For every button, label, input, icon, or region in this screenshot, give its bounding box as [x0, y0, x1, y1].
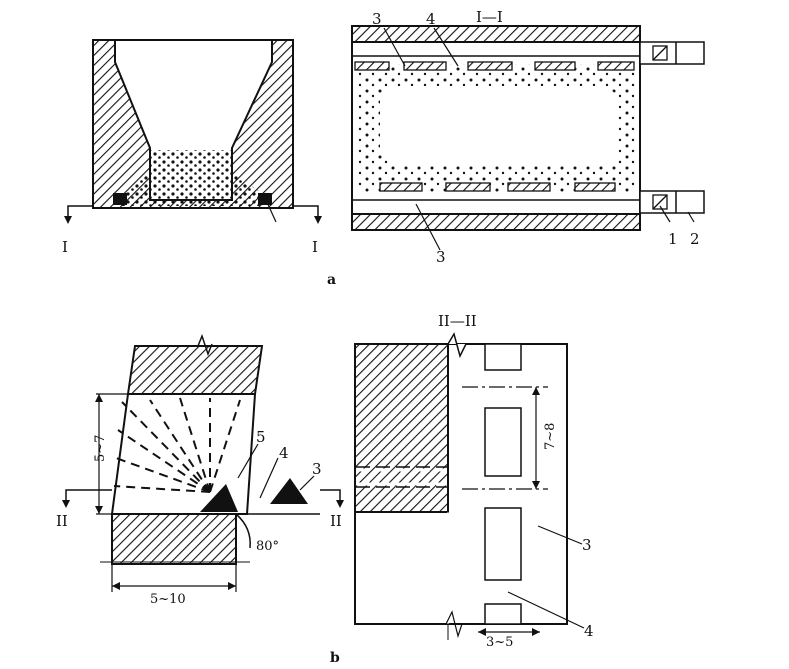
dim-gap: 7~8 — [543, 423, 558, 450]
dim-height: 5~7 — [93, 435, 108, 462]
callout-1: 1 — [668, 230, 678, 248]
figure-b-section-view: 7~8 3~5 3 4 II—II — [354, 312, 594, 650]
callout-4-top: 4 — [426, 10, 436, 28]
callout-3-right: 3 — [582, 536, 592, 554]
figure-a-section-view: 3 4 I—I 3 1 2 — [351, 8, 705, 266]
dim-width: 5~10 — [150, 592, 186, 607]
section-mark-i-left: I — [62, 238, 68, 256]
callout-3-top: 3 — [372, 10, 382, 28]
angle-label: 80° — [256, 539, 279, 554]
figure-a-cross-section: I I — [62, 39, 322, 256]
dim-bottom: 3~5 — [486, 635, 513, 650]
section-mark-ii-left: II — [56, 512, 68, 530]
callout-5: 5 — [256, 428, 266, 446]
callout-3-b: 3 — [312, 460, 322, 478]
callout-4-right: 4 — [584, 622, 594, 640]
section-title-i-i: I—I — [476, 8, 503, 26]
figure-b-caption: b — [330, 650, 340, 666]
section-title-ii-ii: II—II — [438, 312, 477, 330]
callout-4-b: 4 — [279, 444, 289, 462]
callout-2: 2 — [690, 230, 700, 248]
callout-3-bottom: 3 — [436, 248, 446, 266]
section-mark-i-right: I — [312, 238, 318, 256]
figure-a-caption: a — [327, 272, 336, 288]
figure-b-wall-detail: 5~7 5~10 80° 5 4 3 II II — [56, 333, 344, 607]
section-mark-ii-right: II — [330, 512, 342, 530]
